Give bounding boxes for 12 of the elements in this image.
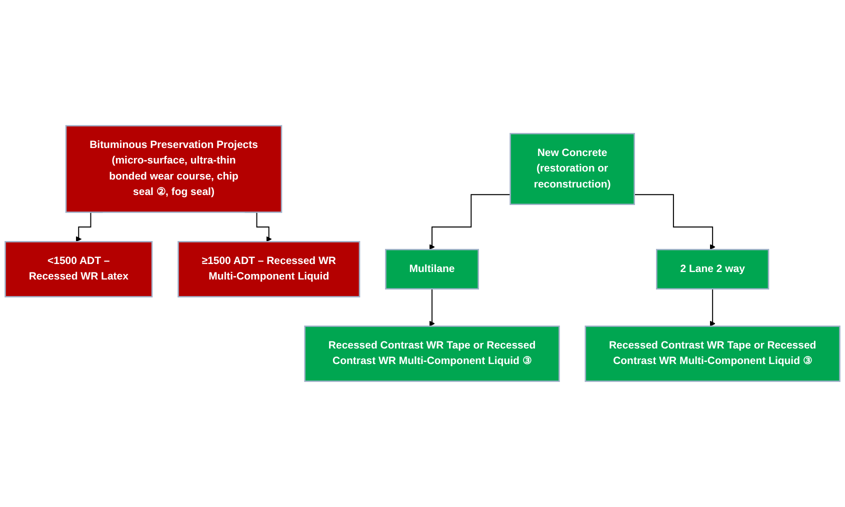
arrow [634, 194, 716, 250]
node-box: Multilane [385, 248, 479, 290]
node-box: New Concrete (restoration or reconstruction) [510, 132, 635, 206]
node-box: Recessed Contrast WR Tape or Recessed Contrast WR Multi-Component Liquid ③ [584, 326, 840, 382]
arrow [429, 288, 435, 326]
arrow [710, 288, 716, 326]
node-box: ≥1500 ADT – Recessed WR Multi-Component Liquid [178, 241, 360, 298]
node-box: 2 Lane 2 way [656, 248, 770, 290]
node-box: <1500 ADT – Recessed WR Latex [4, 241, 153, 298]
node-box: Bituminous Preservation Projects (micro-surface, ultra-thin bonded wear course, chip seal ②, fog seal) [65, 125, 282, 213]
arrow [429, 194, 511, 250]
node-box: Recessed Contrast WR Tape or Recessed Contrast WR Multi-Component Liquid ③ [304, 326, 560, 382]
